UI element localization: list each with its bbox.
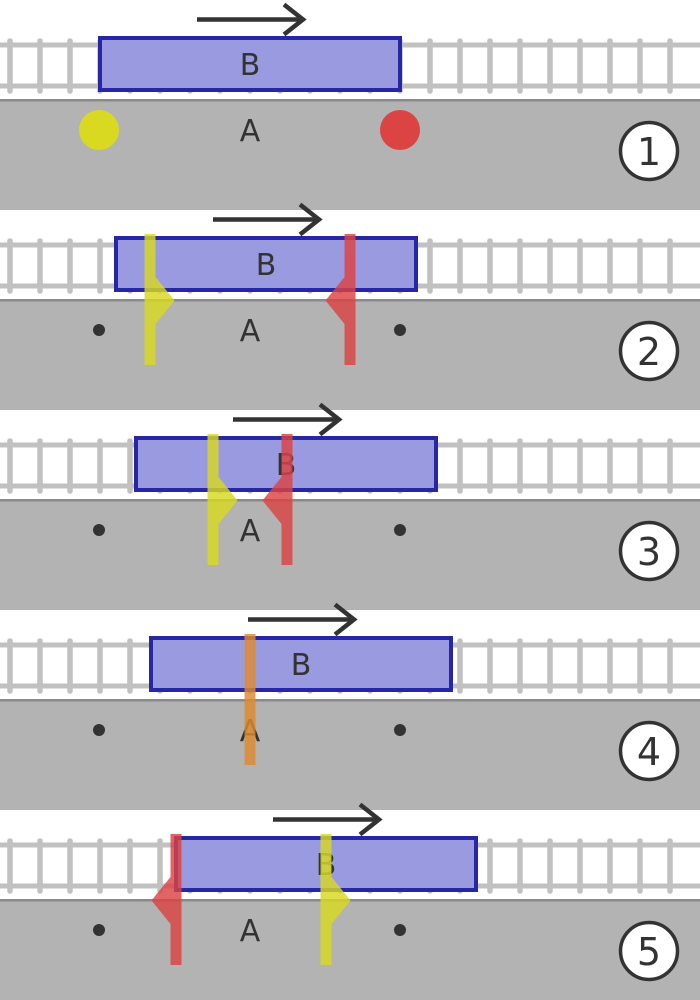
wavefront-bar — [144, 234, 156, 365]
red-wavefront — [262, 434, 293, 565]
step-number-circle — [618, 320, 680, 382]
train-car — [114, 236, 418, 292]
platform — [0, 899, 700, 1000]
step-number-circle — [618, 720, 680, 782]
yellow-wavefront — [320, 834, 351, 965]
step-number: 5 — [637, 930, 661, 974]
red-flash-circle — [380, 110, 420, 150]
flash-origin-dot — [394, 524, 406, 536]
train-car — [149, 636, 453, 692]
yellow-flash-circle — [79, 110, 119, 150]
panel-5: BA5 — [0, 802, 700, 1000]
platform-edge — [0, 699, 700, 702]
step-number-circle — [618, 920, 680, 982]
wavefront-bar — [170, 834, 182, 965]
wavefront-bar — [244, 634, 256, 765]
train-label: B — [291, 648, 312, 683]
flash-origin-dot — [394, 324, 406, 336]
platform-edge — [0, 499, 700, 502]
wavefront-arrowhead-right — [155, 277, 175, 324]
train-car — [98, 36, 402, 92]
wavefront-arrowhead-right — [331, 877, 351, 924]
train-label: B — [240, 48, 261, 83]
step-number-circle — [618, 520, 680, 582]
step-number: 1 — [637, 130, 661, 174]
motion-arrow-head — [298, 202, 323, 237]
flash-origin-dot — [93, 924, 105, 936]
orange-wavefront — [244, 634, 256, 765]
panel-3: BA3 — [0, 402, 700, 610]
wavefront-bar — [344, 234, 356, 365]
motion-arrow-head — [358, 802, 383, 837]
panel-1: BA 1 — [0, 2, 700, 210]
wavefront-arrowhead-left — [325, 277, 345, 324]
step-number: 2 — [637, 330, 661, 374]
motion-arrow-head — [282, 2, 307, 37]
red-wavefront — [325, 234, 356, 365]
platform-edge — [0, 99, 700, 102]
wavefront-bar — [320, 834, 332, 965]
panel-4: BA4 — [0, 602, 700, 810]
flash-origin-dot — [394, 724, 406, 736]
yellow-wavefront — [207, 434, 238, 565]
platform — [0, 699, 700, 810]
yellow-wavefront — [144, 234, 175, 365]
platform — [0, 99, 700, 210]
platform-label: A — [240, 114, 261, 149]
wavefront-arrowhead-left — [151, 877, 171, 924]
wavefront-bar — [207, 434, 219, 565]
flash-origin-dot — [93, 724, 105, 736]
flash-origin-dot — [394, 924, 406, 936]
wavefront-arrowhead-right — [218, 477, 238, 524]
panel-2: BA 2 — [0, 202, 700, 410]
platform — [0, 499, 700, 610]
platform-label: A — [240, 514, 261, 549]
step-number: 3 — [637, 530, 661, 574]
step-number: 4 — [637, 730, 661, 774]
motion-arrow-head — [318, 402, 343, 437]
platform-label: A — [240, 914, 261, 949]
train-label: B — [256, 248, 277, 283]
platform-label: A — [240, 314, 261, 349]
red-wavefront — [151, 834, 182, 965]
wavefront-bar — [281, 434, 293, 565]
flash-origin-dot — [93, 524, 105, 536]
wavefront-arrowhead-left — [262, 477, 282, 524]
step-number-circle — [618, 120, 680, 182]
motion-arrow-head — [333, 602, 358, 637]
flash-origin-dot — [93, 324, 105, 336]
